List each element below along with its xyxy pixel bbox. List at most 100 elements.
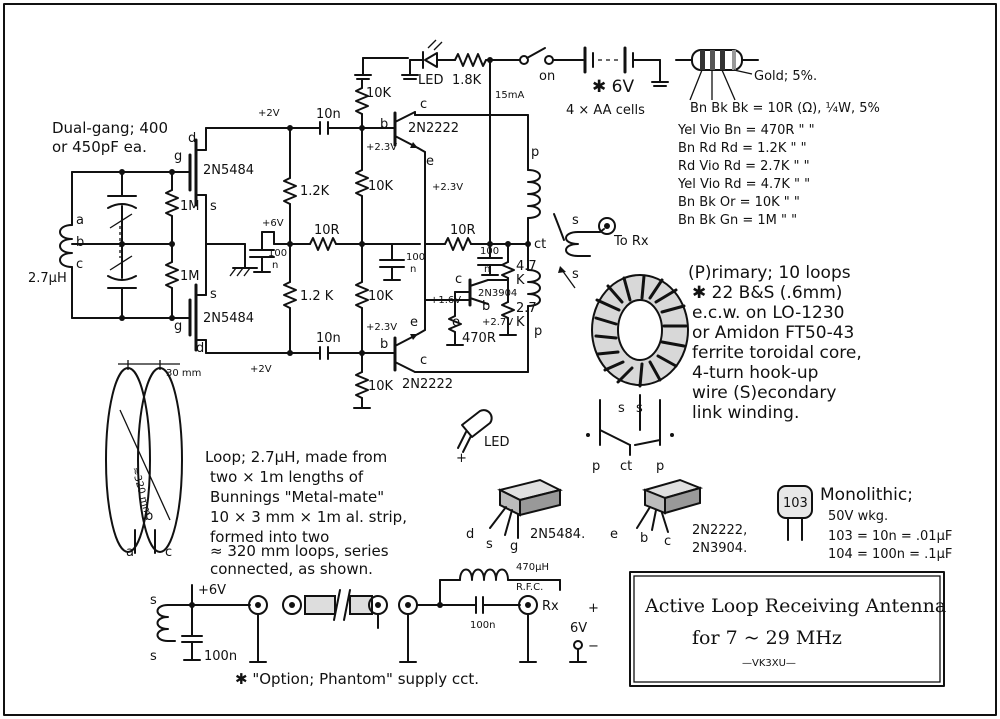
loop-note-7: connected, as shown. [210, 560, 373, 578]
led-part-label: LED [484, 435, 509, 450]
e-top-label: e [426, 154, 434, 169]
c-10n-top-label: 10n [316, 107, 341, 122]
toroid-note-3: e.c.w. on LO-1230 [692, 303, 844, 323]
loop-c: c [165, 545, 172, 560]
c-10n-bot-label: 10n [316, 331, 341, 346]
r-10r-b-label: 10R [450, 223, 476, 238]
g-top-label: g [174, 149, 182, 164]
led-drawing [457, 409, 493, 453]
r-10r-a-label: 10R [314, 223, 340, 238]
loop-note-5: formed into two [210, 528, 329, 546]
v-23-b-label: +2.3V [432, 182, 463, 193]
color-code-4: Rd Vio Rd = 2.7K " " [678, 159, 810, 174]
primary-winding-bottom [527, 269, 541, 307]
fet-top-label: 2N5484 [203, 163, 254, 178]
phantom-s2: s [150, 649, 157, 664]
color-code-3: Bn Rd Rd = 1.2K " " [678, 141, 807, 156]
v-2-bot-label: +2V [250, 364, 272, 375]
fet-pin-s: s [486, 537, 493, 552]
r-bot-label: 10K [368, 379, 394, 394]
c-100n-a-label-2: n [272, 260, 278, 271]
monolithic-cap-picture [777, 485, 813, 519]
loop-note-3: Bunnings "Metal-mate" [210, 488, 384, 506]
phantom-supply-circuit [156, 568, 587, 663]
v-23-c-label: +2.3V [366, 322, 397, 333]
led-label: LED [418, 73, 443, 88]
r-4k7-label: 4.7 [516, 259, 537, 274]
loop-spacing: 30 mm [166, 368, 201, 379]
power-switch [526, 47, 546, 59]
cap-code: 103 [783, 496, 808, 511]
signature-text: —VK3XU— [742, 658, 796, 669]
toroid-s2: s [636, 401, 643, 416]
p-top-label: p [531, 145, 539, 160]
phantom-c100n: 100n [204, 649, 237, 664]
mono-3: 103 = 10n = .01µF [828, 529, 952, 544]
c-top-label: c [420, 97, 427, 112]
resistor-color-drawing [675, 49, 759, 101]
toroid-s1: s [618, 401, 625, 416]
ct-label: ct [534, 237, 546, 252]
s1-label: s [572, 213, 579, 228]
amplifier-circuit [59, 79, 616, 409]
phantom-rfc: R.F.C. [516, 582, 543, 593]
secondary-winding [565, 231, 579, 257]
toroid-p1: p [592, 459, 600, 474]
phantom-c100n-b: 100n [470, 620, 495, 631]
toroid-note-1: (P)rimary; 10 loops [688, 263, 851, 283]
phantom-v6: +6V [198, 583, 226, 598]
e-mid-label: e [452, 315, 460, 330]
coil-b-label: b [76, 235, 84, 250]
r-mid2-label: 10K [368, 289, 394, 304]
d-bot-label: d [196, 341, 204, 356]
d-top-label: d [188, 131, 196, 146]
toroid-p2: p [656, 459, 664, 474]
b-top-label: b [380, 117, 388, 132]
r-4k7-label-2: K [516, 273, 525, 288]
capacitor-note-2: or 450pF ea. [52, 138, 147, 156]
r-470r-label: 470R [462, 331, 496, 346]
phantom-plus: + [588, 601, 599, 616]
loop-note-4: 10 × 3 mm × 1m al. strip, [210, 508, 407, 526]
toroid-note-2: ✱ 22 B&S (.6mm) [692, 283, 842, 303]
mono-2: 50V wkg. [828, 509, 888, 524]
c-100n-b-label-2: n [410, 264, 416, 275]
phantom-v6b: 6V [570, 621, 587, 636]
battery-cells: 4 × AA cells [566, 103, 645, 118]
band-note: Gold; 5%. [754, 69, 817, 84]
v-27-label: +2.7V [482, 317, 513, 328]
battery-voltage: ✱ 6V [592, 77, 634, 97]
e-bot-label: e [410, 315, 418, 330]
rx-connector [598, 217, 616, 235]
loop-a: a [126, 545, 134, 560]
phantom-caption: ✱ "Option; Phantom" supply cct. [235, 670, 479, 688]
v-2-top-label: +2V [258, 108, 280, 119]
r-1m-a-label: 1M [180, 199, 200, 214]
loop-note-1: Loop; 2.7µH, made from [205, 448, 387, 466]
primary-winding-top [527, 169, 541, 219]
b-bot-label: b [380, 337, 388, 352]
toroid-note-6: 4-turn hook-up [692, 363, 818, 383]
c-bot-label: c [420, 353, 427, 368]
coil-a-label: a [76, 213, 84, 228]
to-rx-label: To Rx [613, 234, 649, 249]
toroid-ct: ct [620, 459, 632, 474]
color-code-7: Bn Bk Gn = 1M " " [678, 213, 797, 228]
fet-bot-label: 2N5484 [203, 311, 254, 326]
mono-1: Monolithic; [820, 485, 913, 505]
toroid-note-5: ferrite toroidal core, [692, 343, 862, 363]
v-16-label: +1.6V [430, 295, 461, 306]
r-1k8 [454, 53, 487, 67]
fet-part-name: 2N5484. [530, 527, 585, 542]
title-box [629, 571, 945, 687]
r-1k2-a-label: 1.2K [300, 184, 330, 199]
c-100n-c-label: 100 [480, 246, 499, 257]
coil-c-label: c [76, 257, 83, 272]
loop-b: b [145, 509, 153, 524]
color-code-5: Yel Vio Rd = 4.7K " " [677, 177, 810, 192]
phantom-rx: Rx [542, 599, 559, 614]
loop-note-6: ≈ 320 mm loops, series [210, 542, 389, 560]
bjt-part-name-2: 2N3904. [692, 541, 747, 556]
led-symbol [424, 52, 438, 68]
